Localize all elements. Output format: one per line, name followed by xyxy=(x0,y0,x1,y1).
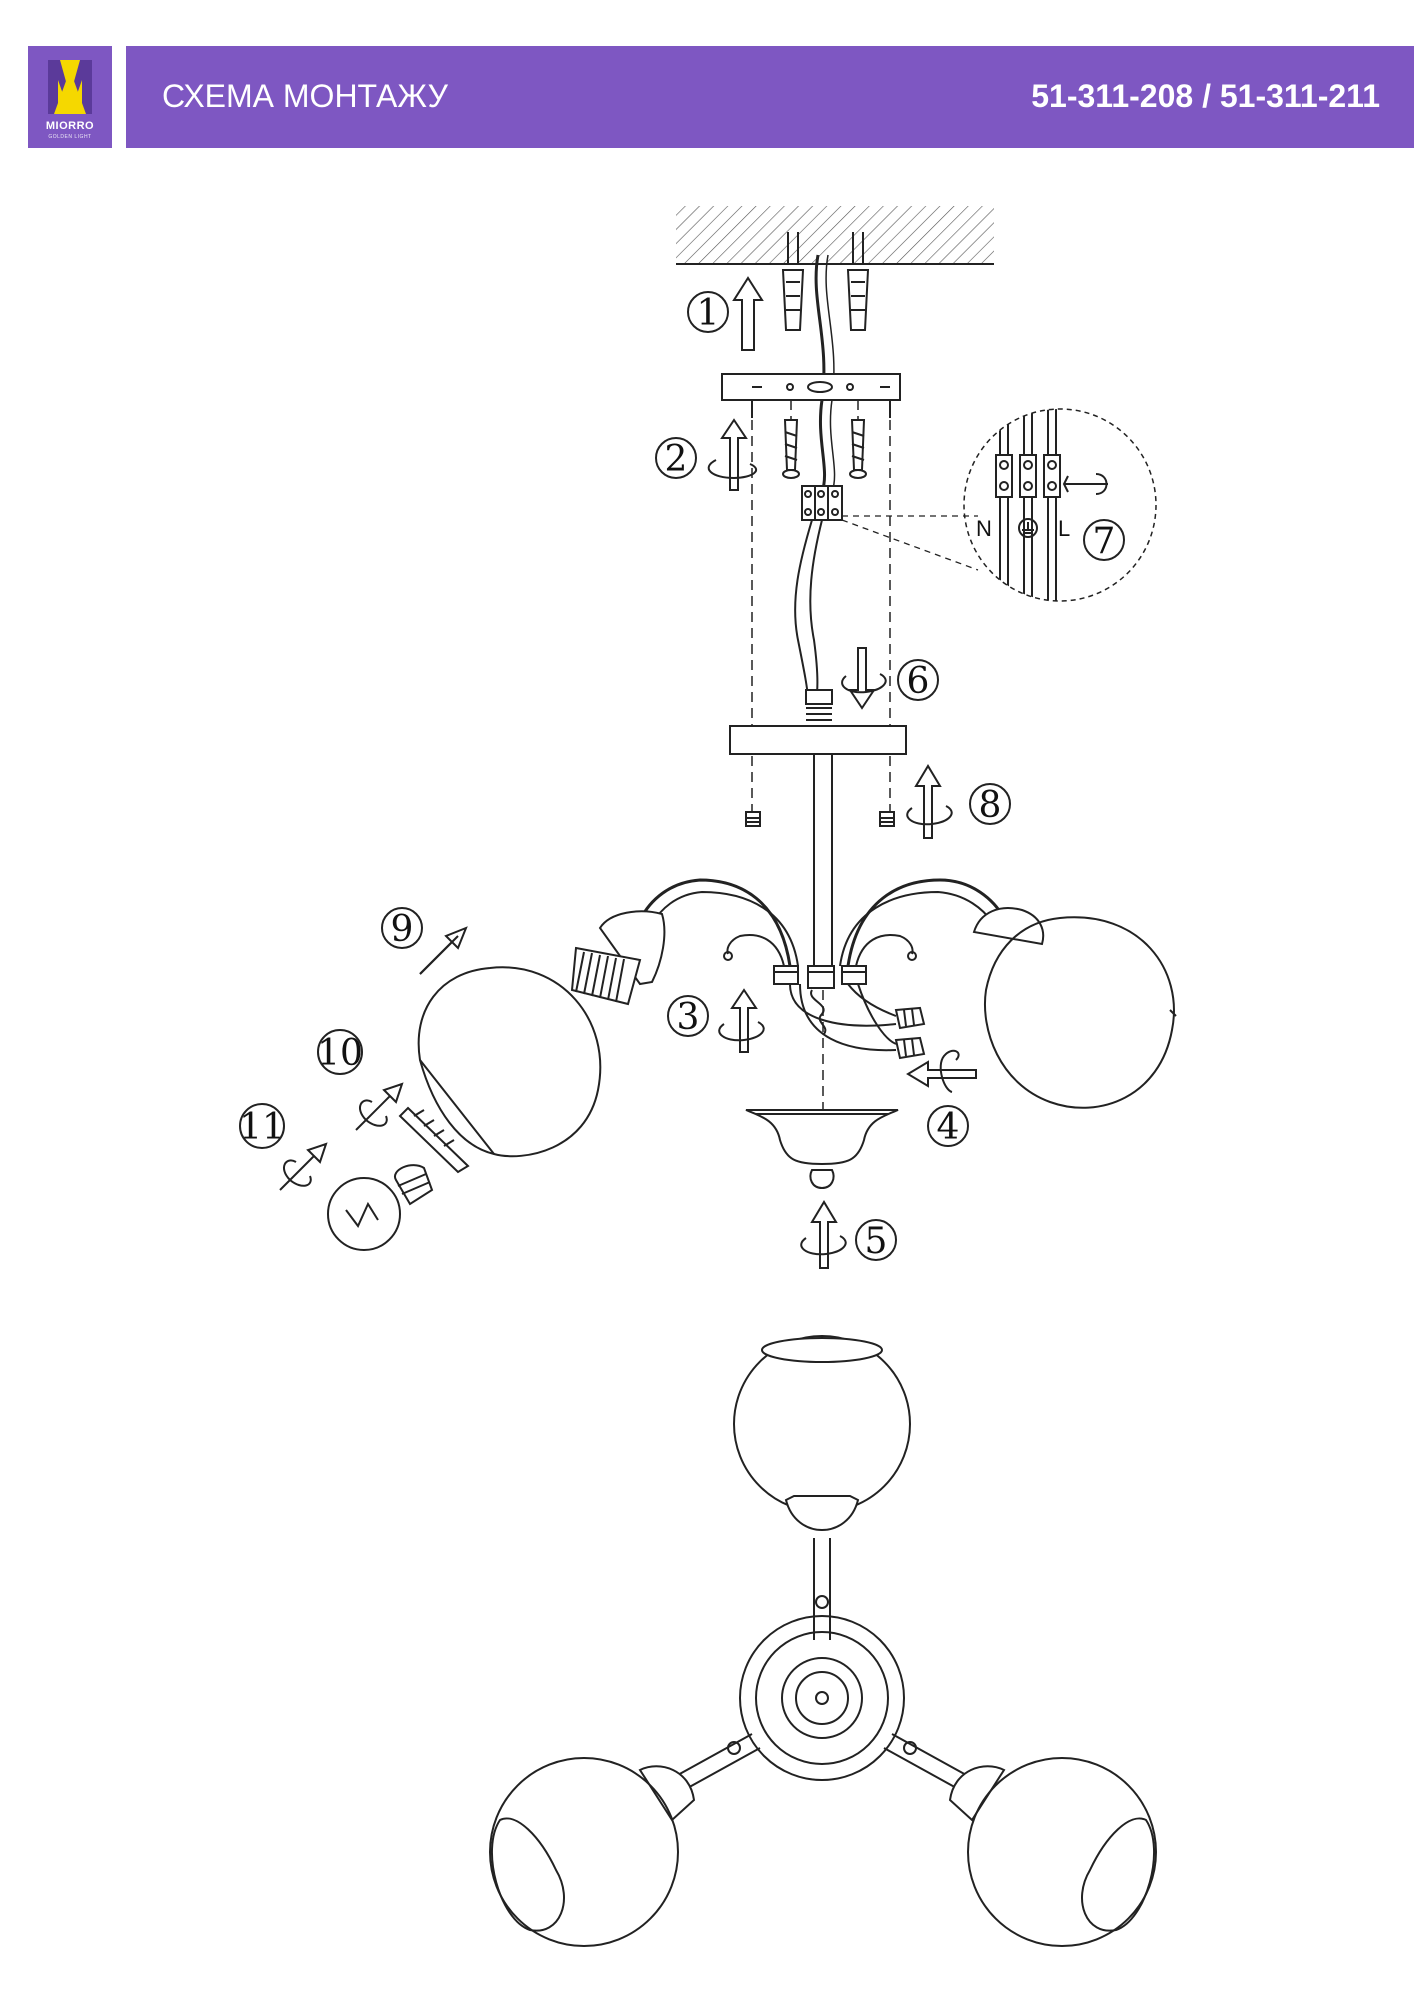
shade-right xyxy=(972,907,1177,1109)
wall-plug-right xyxy=(846,232,870,331)
wire-label-neutral: N xyxy=(976,516,992,541)
wiring-detail-zoom xyxy=(963,408,1157,602)
lamp-arm-left xyxy=(638,878,799,967)
step-2-rotate-arrow xyxy=(707,418,757,491)
step-9-label: 9 xyxy=(391,909,414,950)
logo-subtitle: GOLDEN LIGHT xyxy=(48,134,92,140)
step-7-badge xyxy=(1083,519,1125,561)
step-9-badge xyxy=(381,907,423,949)
arm-hook-left xyxy=(726,934,785,967)
step-4-rotate-arrow xyxy=(906,1049,977,1093)
step-1-badge xyxy=(687,291,729,333)
connector-wires xyxy=(789,983,897,1052)
step-5-label: 5 xyxy=(865,1221,888,1262)
logo-name: MIORRO xyxy=(45,120,95,132)
light-bulb-icon xyxy=(327,1164,434,1251)
step-8-badge xyxy=(969,783,1011,825)
step-1-label: 1 xyxy=(697,293,720,334)
ground-icon xyxy=(1018,518,1038,538)
lamp-wires xyxy=(794,519,813,701)
canopy-screw-left xyxy=(745,811,761,827)
model-number: 51-311-208 / 51-311-211 xyxy=(1031,78,1380,114)
mounting-bracket xyxy=(721,373,901,418)
step-5-badge xyxy=(855,1219,897,1261)
step-10-badge xyxy=(317,1029,363,1075)
step-5-rotate-arrow xyxy=(800,1200,847,1269)
step-3-label: 3 xyxy=(677,997,700,1038)
step-2-badge xyxy=(655,437,697,479)
canopy-screw-right xyxy=(879,811,895,827)
step-4-badge xyxy=(927,1105,969,1147)
shade-left xyxy=(417,966,602,1158)
step-7-label: 7 xyxy=(1093,521,1116,562)
lamp-arm-right xyxy=(839,878,1006,967)
canopy xyxy=(729,725,907,755)
step-6-badge xyxy=(897,659,939,701)
step-11-label: 11 xyxy=(239,1107,285,1148)
center-fittings xyxy=(773,965,867,1035)
step-8-rotate-arrow xyxy=(906,764,953,839)
screw-right xyxy=(849,419,867,479)
step-11-badge xyxy=(239,1103,285,1149)
assembled-top-view xyxy=(489,1335,1157,1947)
screw-left xyxy=(782,419,800,479)
step-11-rotate-arrow xyxy=(279,1142,328,1191)
step-3-badge xyxy=(667,995,709,1037)
brand-logo: MIORRO GOLDEN LIGHT xyxy=(28,46,112,148)
step-8-label: 8 xyxy=(979,785,1002,826)
ceiling xyxy=(676,206,994,265)
wire-connector-bottom xyxy=(894,1036,926,1060)
wire-connector-top xyxy=(894,1006,926,1030)
step-1-arrow xyxy=(732,276,764,351)
wire-label-live: L xyxy=(1058,516,1070,541)
step-3-rotate-arrow xyxy=(718,988,765,1053)
lamp-stem xyxy=(813,754,833,974)
decorative-cup xyxy=(745,1109,899,1190)
step-4-label: 4 xyxy=(937,1107,960,1148)
socket-left xyxy=(570,910,666,1006)
wall-plug-left xyxy=(781,232,805,331)
canopy-nut xyxy=(805,689,833,721)
step-10-label: 10 xyxy=(317,1033,363,1074)
header-bar: СХЕМА МОНТАЖУ 51-311-208 / 51-311-211 xyxy=(126,46,1414,148)
terminal-block xyxy=(801,485,843,521)
step-6-label: 6 xyxy=(907,661,930,702)
step-10-rotate-arrow xyxy=(355,1082,404,1131)
ring-nut xyxy=(398,1106,470,1174)
page-title: СХЕМА МОНТАЖУ xyxy=(162,78,448,114)
step-6-rotate-arrow xyxy=(841,647,887,710)
zoom-leader xyxy=(841,515,979,571)
arm-hook-right xyxy=(855,934,914,967)
logo-mark-icon xyxy=(48,60,92,114)
step-9-arrow xyxy=(419,926,468,975)
step-2-label: 2 xyxy=(665,439,688,480)
